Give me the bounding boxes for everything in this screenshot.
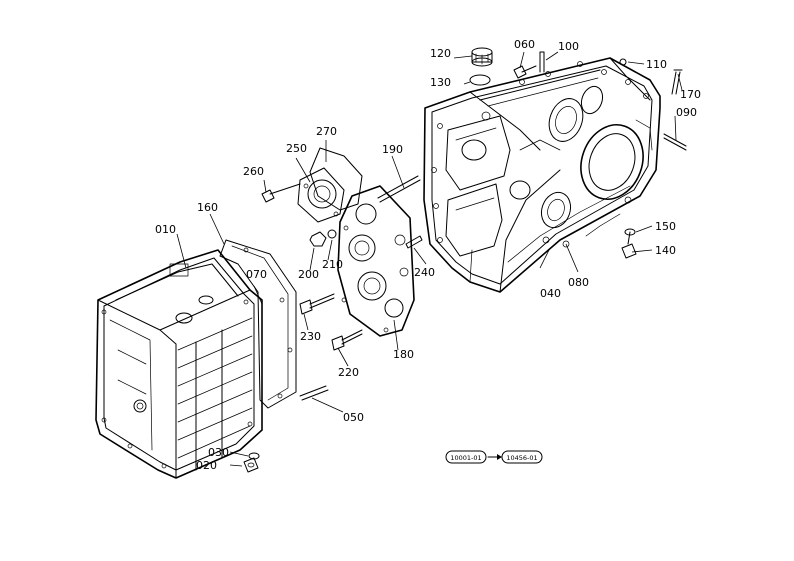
bolt-140 bbox=[621, 231, 637, 259]
drain-plug bbox=[471, 47, 493, 67]
part-label-010: 010 bbox=[155, 223, 176, 236]
part-label-050: 050 bbox=[343, 411, 364, 424]
stud-240 bbox=[405, 235, 423, 249]
part-label-020: 020 bbox=[196, 459, 217, 472]
gear-cover-plate bbox=[337, 185, 415, 337]
part-label-080: 080 bbox=[568, 276, 589, 289]
dowel-pin bbox=[539, 51, 545, 73]
serial-range-badge: 10001-01 10456-01 bbox=[445, 450, 543, 464]
front-transmission-case bbox=[95, 249, 263, 479]
part-label-120: 120 bbox=[430, 47, 451, 60]
bolt-060 bbox=[513, 65, 537, 79]
part-label-250: 250 bbox=[286, 142, 307, 155]
part-label-090: 090 bbox=[676, 106, 697, 119]
serial-from-pill bbox=[445, 450, 487, 464]
part-label-270: 270 bbox=[316, 125, 337, 138]
part-label-160: 160 bbox=[197, 201, 218, 214]
gasket bbox=[219, 239, 297, 409]
bolt-230 bbox=[299, 293, 335, 315]
washer-110 bbox=[619, 58, 627, 66]
stud-090 bbox=[663, 133, 687, 151]
part-label-140: 140 bbox=[655, 244, 676, 257]
serial-from: 10001-01 bbox=[450, 454, 481, 462]
leader-lines bbox=[176, 51, 683, 467]
arrow-right-icon bbox=[497, 454, 502, 460]
bolt-220 bbox=[331, 329, 363, 351]
washer-210 bbox=[327, 229, 337, 239]
serial-to-pill bbox=[501, 450, 543, 464]
part-label-190: 190 bbox=[382, 143, 403, 156]
part-label-070: 070 bbox=[246, 268, 267, 281]
pto-cover bbox=[297, 147, 363, 223]
part-label-220: 220 bbox=[338, 366, 359, 379]
stud-190 bbox=[377, 175, 421, 203]
part-label-230: 230 bbox=[300, 330, 321, 343]
part-label-170: 170 bbox=[680, 88, 701, 101]
bolt-170 bbox=[671, 69, 683, 95]
part-label-260: 260 bbox=[243, 165, 264, 178]
part-label-200: 200 bbox=[298, 268, 319, 281]
o-ring bbox=[469, 74, 491, 86]
part-label-030: 030 bbox=[208, 446, 229, 459]
serial-to: 10456-01 bbox=[506, 454, 537, 462]
part-label-210: 210 bbox=[322, 258, 343, 271]
bolt-260 bbox=[261, 183, 301, 203]
part-labels: 010 020 030 040 050 060 070 080 090 100 … bbox=[155, 38, 701, 472]
part-label-150: 150 bbox=[655, 220, 676, 233]
stud-050 bbox=[299, 385, 329, 401]
part-label-100: 100 bbox=[558, 40, 579, 53]
part-label-240: 240 bbox=[414, 266, 435, 279]
nut-200 bbox=[309, 231, 327, 247]
rear-transmission-case bbox=[423, 57, 661, 293]
part-label-130: 130 bbox=[430, 76, 451, 89]
bolt-020 bbox=[243, 457, 259, 473]
part-label-040: 040 bbox=[540, 287, 561, 300]
part-label-180: 180 bbox=[393, 348, 414, 361]
part-label-110: 110 bbox=[646, 58, 667, 71]
part-label-060: 060 bbox=[514, 38, 535, 51]
